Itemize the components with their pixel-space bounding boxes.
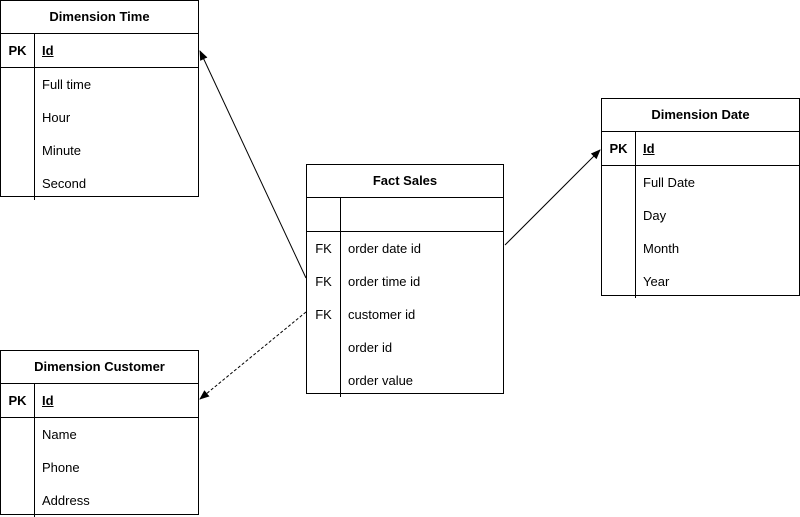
pk-label: PK xyxy=(8,43,27,58)
pk-label xyxy=(307,198,340,231)
connector-order-time-to-dimension-time[interactable] xyxy=(199,50,307,279)
field-row: order id xyxy=(307,331,503,364)
primary-key-row xyxy=(307,198,503,232)
field-name: order date id xyxy=(348,241,421,256)
field-name: order id xyxy=(348,340,393,355)
column-divider xyxy=(340,232,341,397)
column-divider xyxy=(340,198,341,231)
field-row: Hour xyxy=(1,101,198,134)
field-name: Full time xyxy=(42,77,92,92)
field-name: Address xyxy=(42,493,90,508)
field-name: Month xyxy=(643,241,680,256)
field-row: FK customer id xyxy=(307,298,503,331)
field-list: Full time Hour Minute Second xyxy=(1,68,198,200)
field-row: Address xyxy=(1,484,198,517)
field-name: Hour xyxy=(42,110,71,125)
field-row: FK order time id xyxy=(307,265,503,298)
field-row: Minute xyxy=(1,134,198,167)
entity-dimension-customer[interactable]: Dimension Customer PK Id Name Phone Addr… xyxy=(0,350,199,517)
field-row: Second xyxy=(1,167,198,200)
field-list: Name Phone Address xyxy=(1,418,198,517)
field-row: order value xyxy=(307,364,503,397)
field-row: Name xyxy=(1,418,198,451)
field-row: Day xyxy=(602,199,799,232)
pk-label: PK xyxy=(609,141,628,156)
field-name: Phone xyxy=(42,460,80,475)
pk-field: Id xyxy=(42,43,54,58)
field-row: FK order date id xyxy=(307,232,503,265)
field-name: Year xyxy=(643,274,670,289)
entity-title: Dimension Customer xyxy=(1,351,198,384)
pk-field: Id xyxy=(42,393,54,408)
primary-key-row: PK Id xyxy=(602,132,799,166)
primary-key-row: PK Id xyxy=(1,384,198,418)
fk-label: FK xyxy=(315,241,332,256)
column-divider xyxy=(34,68,35,200)
field-name: Name xyxy=(42,427,77,442)
pk-label: PK xyxy=(8,393,27,408)
fk-label: FK xyxy=(315,307,332,322)
entity-title: Dimension Time xyxy=(1,1,198,34)
field-row: Month xyxy=(602,232,799,265)
fk-label: FK xyxy=(315,274,332,289)
field-list: FK order date id FK order time id FK cus… xyxy=(307,232,503,397)
field-row: Full time xyxy=(1,68,198,101)
field-list: Full Date Day Month Year xyxy=(602,166,799,298)
connector-customer-to-dimension-customer[interactable] xyxy=(199,311,307,400)
field-name: customer id xyxy=(348,307,416,322)
field-name: Day xyxy=(643,208,667,223)
entity-title: Dimension Date xyxy=(602,99,799,132)
field-row: Phone xyxy=(1,451,198,484)
column-divider xyxy=(635,166,636,298)
connector-order-date-to-dimension-date[interactable] xyxy=(504,149,601,246)
field-name: Minute xyxy=(42,143,82,158)
field-name: order time id xyxy=(348,274,421,289)
entity-dimension-time[interactable]: Dimension Time PK Id Full time Hour Minu… xyxy=(0,0,199,200)
column-divider xyxy=(34,384,35,417)
entity-dimension-date[interactable]: Dimension Date PK Id Full Date Day Month… xyxy=(601,98,800,298)
field-name: order value xyxy=(348,373,414,388)
field-row: Full Date xyxy=(602,166,799,199)
column-divider xyxy=(34,34,35,67)
column-divider xyxy=(34,418,35,517)
field-row: Year xyxy=(602,265,799,298)
primary-key-row: PK Id xyxy=(1,34,198,68)
entity-title: Fact Sales xyxy=(307,165,503,198)
column-divider xyxy=(635,132,636,165)
entity-fact-sales[interactable]: Fact Sales FK order date id FK order tim… xyxy=(306,164,504,397)
pk-field: Id xyxy=(643,141,655,156)
field-name: Full Date xyxy=(643,175,696,190)
field-name: Second xyxy=(42,176,87,191)
